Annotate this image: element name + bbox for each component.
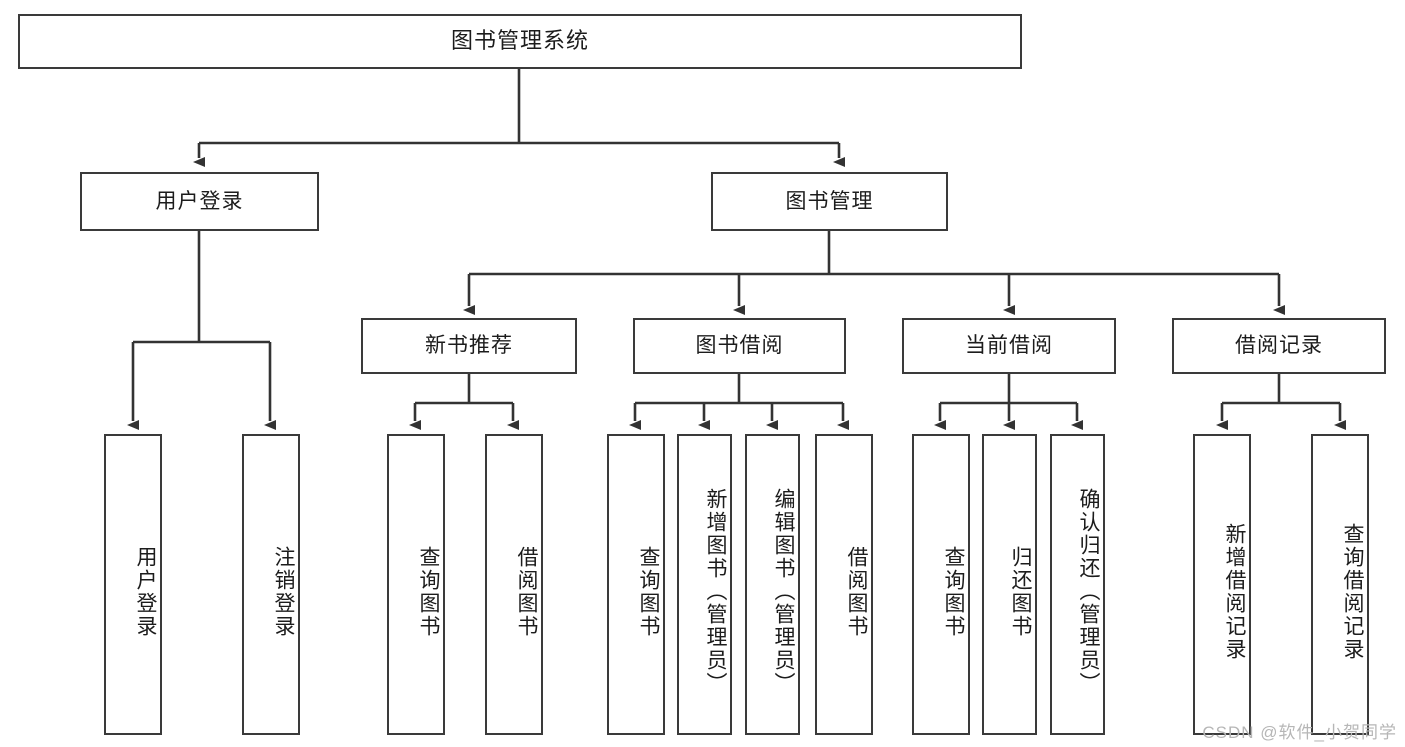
node-label: 归还图书 (1009, 545, 1032, 638)
leaf-book-borrow-borrow[interactable]: 借阅图书 (815, 434, 873, 735)
node-user-login[interactable]: 用户登录 (80, 172, 319, 231)
node-label: 查询图书 (942, 545, 965, 638)
node-book-borrow[interactable]: 图书借阅 (633, 318, 846, 374)
leaf-new-book-query[interactable]: 查询图书 (387, 434, 445, 735)
leaf-borrow-record-add[interactable]: 新增借阅记录 (1193, 434, 1251, 735)
csdn-watermark: CSDN @软件_小贺同学 (1202, 723, 1397, 742)
leaf-current-borrow-confirm-return[interactable]: 确认归还（管理员） (1050, 434, 1105, 735)
node-label: 编辑图书（管理员） (772, 488, 795, 695)
node-label: 新增借阅记录 (1223, 522, 1246, 661)
node-label: 图书借阅 (695, 334, 784, 358)
leaf-borrow-record-query[interactable]: 查询借阅记录 (1311, 434, 1369, 735)
node-label: 图书管理 (785, 189, 874, 213)
node-label: 用户登录 (155, 189, 244, 213)
node-label: 确认归还（管理员） (1077, 488, 1100, 695)
node-label: 借阅记录 (1235, 334, 1323, 358)
node-label: 用户登录 (134, 545, 157, 638)
leaf-user-login-logout[interactable]: 注销登录 (242, 434, 300, 735)
node-label: 新增图书（管理员） (704, 488, 727, 695)
node-label: 图书管理系统 (450, 28, 589, 54)
node-label: 当前借阅 (965, 334, 1053, 358)
node-new-book-recommend[interactable]: 新书推荐 (361, 318, 577, 374)
node-root-system[interactable]: 图书管理系统 (18, 14, 1022, 69)
leaf-user-login-login[interactable]: 用户登录 (104, 434, 162, 735)
leaf-book-borrow-query[interactable]: 查询图书 (607, 434, 665, 735)
leaf-current-borrow-return[interactable]: 归还图书 (982, 434, 1037, 735)
node-label: 新书推荐 (425, 334, 513, 358)
node-label: 借阅图书 (845, 545, 868, 638)
node-label: 借阅图书 (515, 545, 538, 638)
node-label: 注销登录 (272, 545, 295, 638)
node-book-management[interactable]: 图书管理 (711, 172, 948, 231)
node-label: 查询图书 (637, 545, 660, 638)
node-current-borrow[interactable]: 当前借阅 (902, 318, 1116, 374)
node-label: 查询图书 (417, 545, 440, 638)
leaf-current-borrow-query[interactable]: 查询图书 (912, 434, 970, 735)
leaf-new-book-borrow[interactable]: 借阅图书 (485, 434, 543, 735)
node-borrow-record[interactable]: 借阅记录 (1172, 318, 1386, 374)
node-label: 查询借阅记录 (1341, 522, 1364, 661)
leaf-book-borrow-edit[interactable]: 编辑图书（管理员） (745, 434, 800, 735)
leaf-book-borrow-add[interactable]: 新增图书（管理员） (677, 434, 732, 735)
